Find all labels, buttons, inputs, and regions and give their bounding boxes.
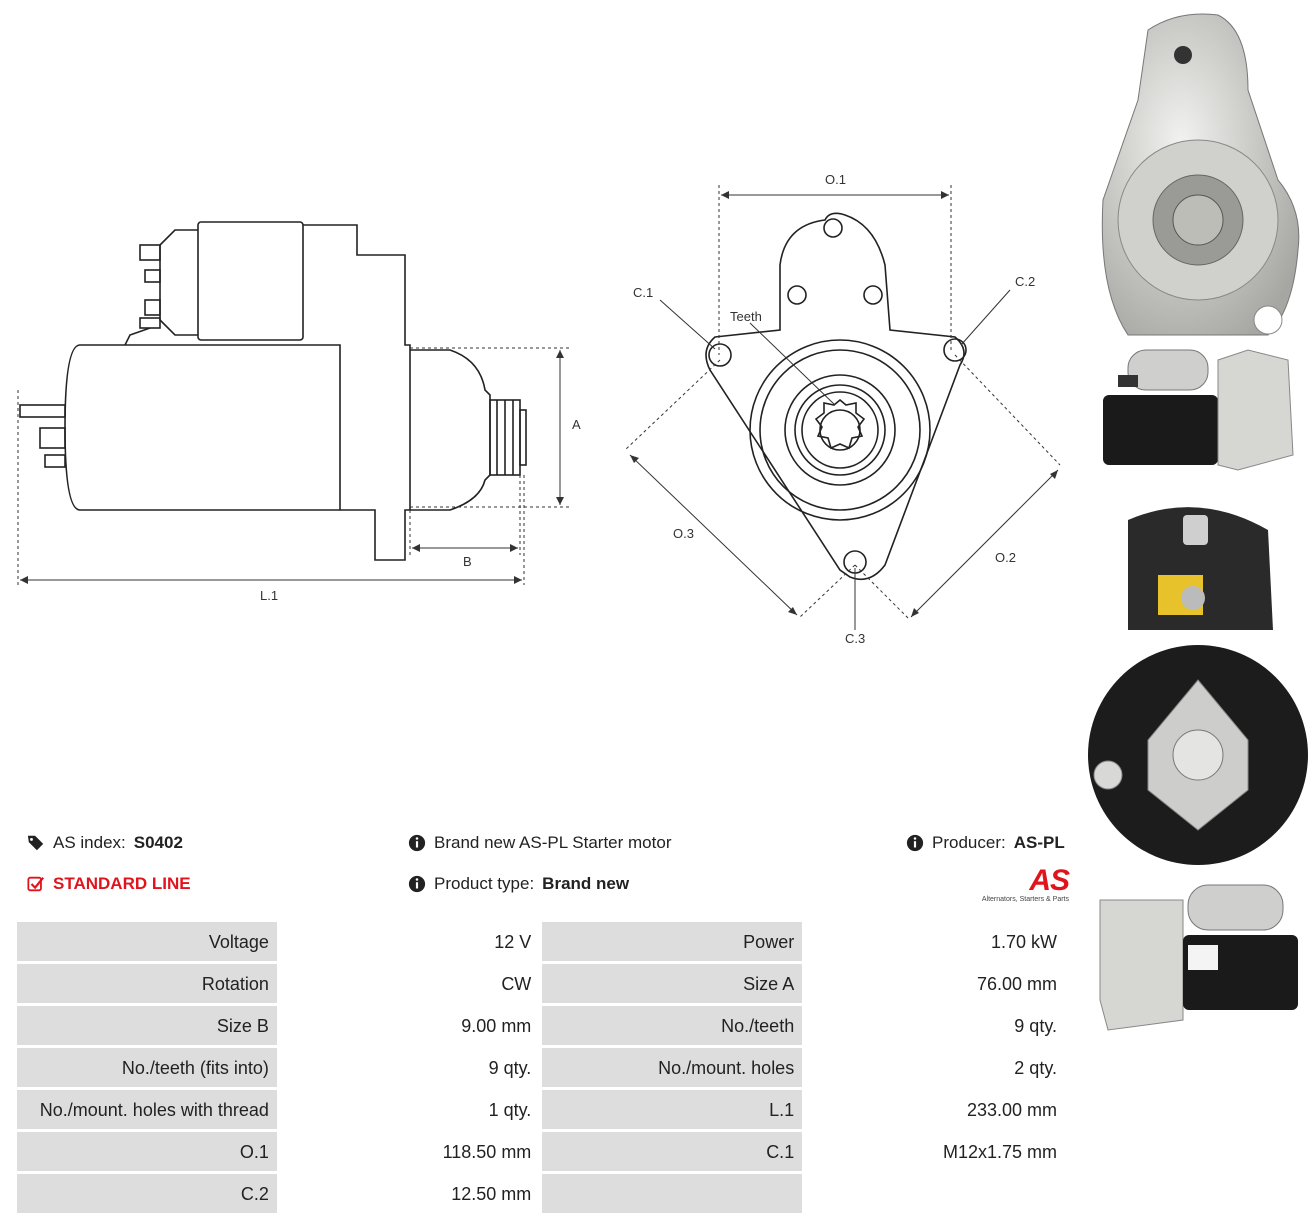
product-type-label: Product type: (434, 874, 535, 893)
spec-label: Size A (542, 964, 803, 1003)
table-row: Rotation CW Size A 76.00 mm (17, 964, 1065, 1003)
spec-value (805, 1174, 1065, 1213)
rear-view-photo (1088, 507, 1308, 865)
spec-label: Power (542, 922, 803, 961)
dim-label-a: A (572, 417, 581, 432)
product-type: Product type: Brand new (408, 874, 629, 894)
side-view-photo (1103, 349, 1294, 471)
spec-label: O.1 (17, 1132, 277, 1171)
spec-value: CW (279, 964, 540, 1003)
table-row: C.2 12.50 mm (17, 1174, 1065, 1213)
dim-label-c1: C.1 (633, 285, 653, 300)
standard-line: STANDARD LINE (27, 874, 191, 894)
spec-value: 76.00 mm (805, 964, 1065, 1003)
side-view-drawing: A B L.1 (17, 221, 581, 603)
spec-value: 9 qty. (279, 1048, 540, 1087)
dim-label-l1: L.1 (260, 588, 278, 603)
spec-label: Size B (17, 1006, 277, 1045)
spec-value: 1.70 kW (805, 922, 1065, 961)
logo-tagline: Alternators, Starters & Parts (981, 896, 1069, 903)
spec-table: Voltage 12 V Power 1.70 kW Rotation CW S… (14, 919, 1068, 1216)
table-row: Size B 9.00 mm No./teeth 9 qty. (17, 1006, 1065, 1045)
producer: Producer: AS-PL (906, 833, 1065, 853)
top-view-photo (1099, 884, 1298, 1031)
spec-label (542, 1174, 803, 1213)
spec-label: No./teeth (fits into) (17, 1048, 277, 1087)
front-view-drawing: O.1 O.2 O.3 C.1 C.2 C.3 Teeth (624, 172, 1061, 646)
product-type-value: Brand new (542, 874, 630, 893)
spec-label: Rotation (17, 964, 277, 1003)
spec-label: L.1 (542, 1090, 803, 1129)
table-row: Voltage 12 V Power 1.70 kW (17, 922, 1065, 961)
spec-value: 12.50 mm (279, 1174, 540, 1213)
product-description: Brand new AS-PL Starter motor (408, 833, 671, 853)
front-view-photo (1101, 13, 1300, 336)
spec-value: 9.00 mm (279, 1006, 540, 1045)
info-icon (408, 875, 426, 893)
spec-label: C.1 (542, 1132, 803, 1171)
spec-label: Voltage (17, 922, 277, 961)
dim-label-c3: C.3 (845, 631, 865, 646)
as-index-label: AS index: (53, 833, 126, 852)
checkbox-checked-icon (27, 876, 45, 892)
spec-value: 1 qty. (279, 1090, 540, 1129)
dim-label-b: B (463, 554, 472, 569)
info-icon (906, 834, 924, 852)
dim-label-o2: O.2 (995, 550, 1016, 565)
spec-value: 2 qty. (805, 1048, 1065, 1087)
dim-label-o1: O.1 (825, 172, 846, 187)
spec-value: 233.00 mm (805, 1090, 1065, 1129)
producer-label: Producer: (932, 833, 1006, 852)
spec-label: C.2 (17, 1174, 277, 1213)
logo-text: AS (1029, 864, 1070, 897)
table-row: No./teeth (fits into) 9 qty. No./mount. … (17, 1048, 1065, 1087)
spec-value: 118.50 mm (279, 1132, 540, 1171)
spec-value: 12 V (279, 922, 540, 961)
standard-line-label: STANDARD LINE (53, 874, 191, 893)
spec-label: No./mount. holes (542, 1048, 803, 1087)
spec-label: No./teeth (542, 1006, 803, 1045)
spec-label: No./mount. holes with thread (17, 1090, 277, 1129)
as-index: AS index: S0402 (27, 833, 183, 853)
dim-label-c2: C.2 (1015, 274, 1035, 289)
spec-value: 9 qty. (805, 1006, 1065, 1045)
info-icon (408, 834, 426, 852)
spec-value: M12x1.75 mm (805, 1132, 1065, 1171)
table-row: O.1 118.50 mm C.1 M12x1.75 mm (17, 1132, 1065, 1171)
as-index-value: S0402 (133, 833, 183, 852)
table-row: No./mount. holes with thread 1 qty. L.1 … (17, 1090, 1065, 1129)
product-description-text: Brand new AS-PL Starter motor (434, 833, 672, 852)
producer-value: AS-PL (1013, 833, 1065, 852)
as-pl-logo: AS Alternators, Starters & Parts (965, 864, 1070, 904)
dim-label-o3: O.3 (673, 526, 694, 541)
tags-icon (27, 835, 44, 851)
dim-label-teeth: Teeth (730, 309, 762, 324)
